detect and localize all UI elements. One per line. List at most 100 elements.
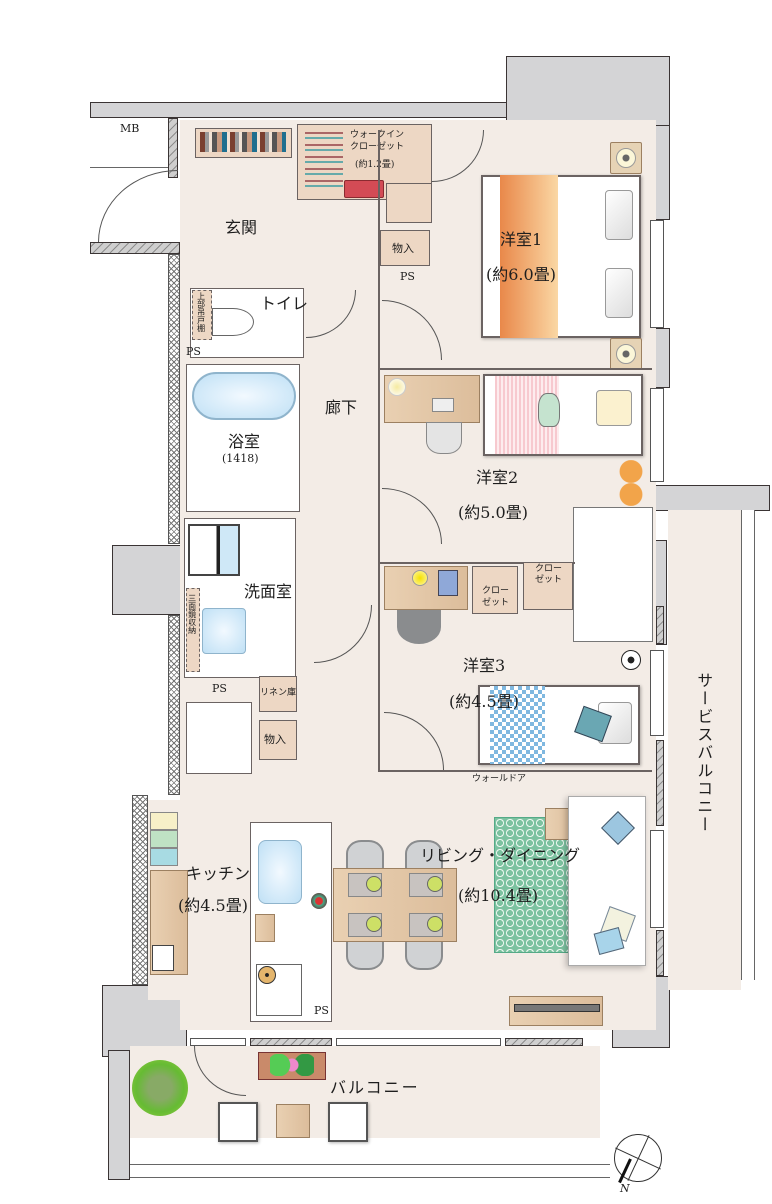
balcony-chair-1 [218,1102,258,1142]
bathtub-icon [192,372,296,420]
genkan-label: 玄関 [225,218,258,237]
room2-window [650,388,664,482]
right-wall-upper [655,125,670,220]
book-icon-room2 [432,398,454,412]
washroom-label: 洗面室 [244,582,293,601]
right-wall-connector [655,485,770,511]
living-bottom-wall-2 [505,1038,583,1046]
living-window [650,830,664,928]
room3-window [650,650,664,736]
balcony-table [276,1104,310,1138]
balcony-label: バルコニー [330,1078,420,1097]
plate-4 [427,916,443,932]
tablet-icon [438,570,458,596]
pillow-1 [605,190,633,240]
compass-north-label: N [620,1182,630,1195]
entrance-wall-bottom [90,242,180,254]
linen-closet [259,676,297,712]
mirror-cabinet [186,588,200,672]
bath-label: 浴室 [228,432,261,451]
service-balcony-wall-2 [656,740,664,826]
room1-bottom-wall [380,368,652,370]
room2-label: 洋室2 [476,468,519,487]
bed-cover-room3 [490,686,545,764]
closet-b-label-2: ゼット [535,575,563,585]
ps-1-label: PS [400,270,415,283]
toilet-bowl-icon [212,308,254,336]
room3-label: 洋室3 [463,656,506,675]
plate-1 [366,876,382,892]
lamp-top-icon [616,148,636,168]
fridge-space [186,702,252,774]
flower-icon [270,1054,314,1076]
storage-monoire-2 [259,720,297,760]
wic-label-2: クローゼット [350,142,405,152]
closet-a-label-1: クロー [482,586,510,596]
toilet-label: トイレ [260,294,309,313]
fruit-bowl-icon [311,893,327,909]
left-exterior-wall [168,254,180,544]
wall-door-line [380,770,652,772]
entrance-door[interactable] [98,170,178,242]
rabbit-plush-icon [538,393,560,427]
right-wall-mid [655,328,670,388]
kitchen-shelf-yellow [150,812,178,830]
bedrooms-left-wall [378,130,380,772]
balcony-chair-2 [328,1102,368,1142]
pot-icon [258,966,276,984]
kitchen-bottom-window [190,1038,246,1046]
upper-cupboard-label: 上部吊戸棚 [196,292,206,332]
room1-size: (約6.0畳) [486,265,556,284]
monoire-2-label: 物入 [264,733,286,746]
kitchen-shelf-blue [150,848,178,866]
room2-closet-notch [573,507,653,642]
sink-icon [258,840,302,904]
living-label: リビング・ダイニング [420,846,581,865]
soccer-ball-icon [621,650,641,670]
kitchen-size: (約4.5畳) [178,896,248,915]
bed-cover-room1 [500,175,558,338]
room1-label: 洋室1 [500,230,543,249]
monoire-1-label: 物入 [392,242,414,255]
mirror-cabinet-label: 三面鏡収納 [187,594,197,634]
ps-3-label: PS [212,682,227,695]
room3-size: (約4.5畳) [449,692,519,711]
desk-lamp-room2 [388,378,406,396]
service-balcony-label: サービスバルコニー [694,672,714,834]
chair-room2 [426,422,462,454]
service-balcony-floor [668,510,741,990]
plate-3 [366,916,382,932]
living-size: (約10.4畳) [458,886,539,905]
room3-top-wall [380,562,575,564]
suitcase-icon [344,180,384,198]
shoes-icon [200,132,286,152]
hallway-label: 廊下 [325,398,358,417]
plate-2 [427,876,443,892]
closet-a-label-2: ゼット [482,598,510,608]
pillow-2 [605,268,633,318]
tree-icon [132,1060,188,1116]
tv-icon [514,1004,600,1012]
lamp-bottom-icon [616,344,636,364]
kitchen-exterior-wall [132,795,148,985]
living-bottom-window [336,1038,501,1046]
top-wall [90,102,510,118]
room1-window [650,220,664,328]
pillar-left [112,545,182,615]
pillow-room2 [596,390,632,426]
nightstand-lamp-top [610,142,642,174]
left-exterior-wall-lower [168,615,180,795]
kitchen-label: キッチン [186,864,251,883]
upper-cupboard [192,290,212,340]
living-bottom-wall [250,1038,332,1046]
service-balcony-railing [741,510,755,980]
teddy-bears-icon [618,460,644,506]
room2-size: (約5.0畳) [458,503,528,522]
closet-a [472,566,518,614]
balcony-railing [130,1164,610,1178]
wall-door-label: ウォールドア [472,774,527,784]
closet-b-label-1: クロー [535,564,563,574]
hanging-clothes-icon [305,130,343,192]
mb-label: MB [120,122,140,135]
service-balcony-wall-3 [656,930,664,976]
